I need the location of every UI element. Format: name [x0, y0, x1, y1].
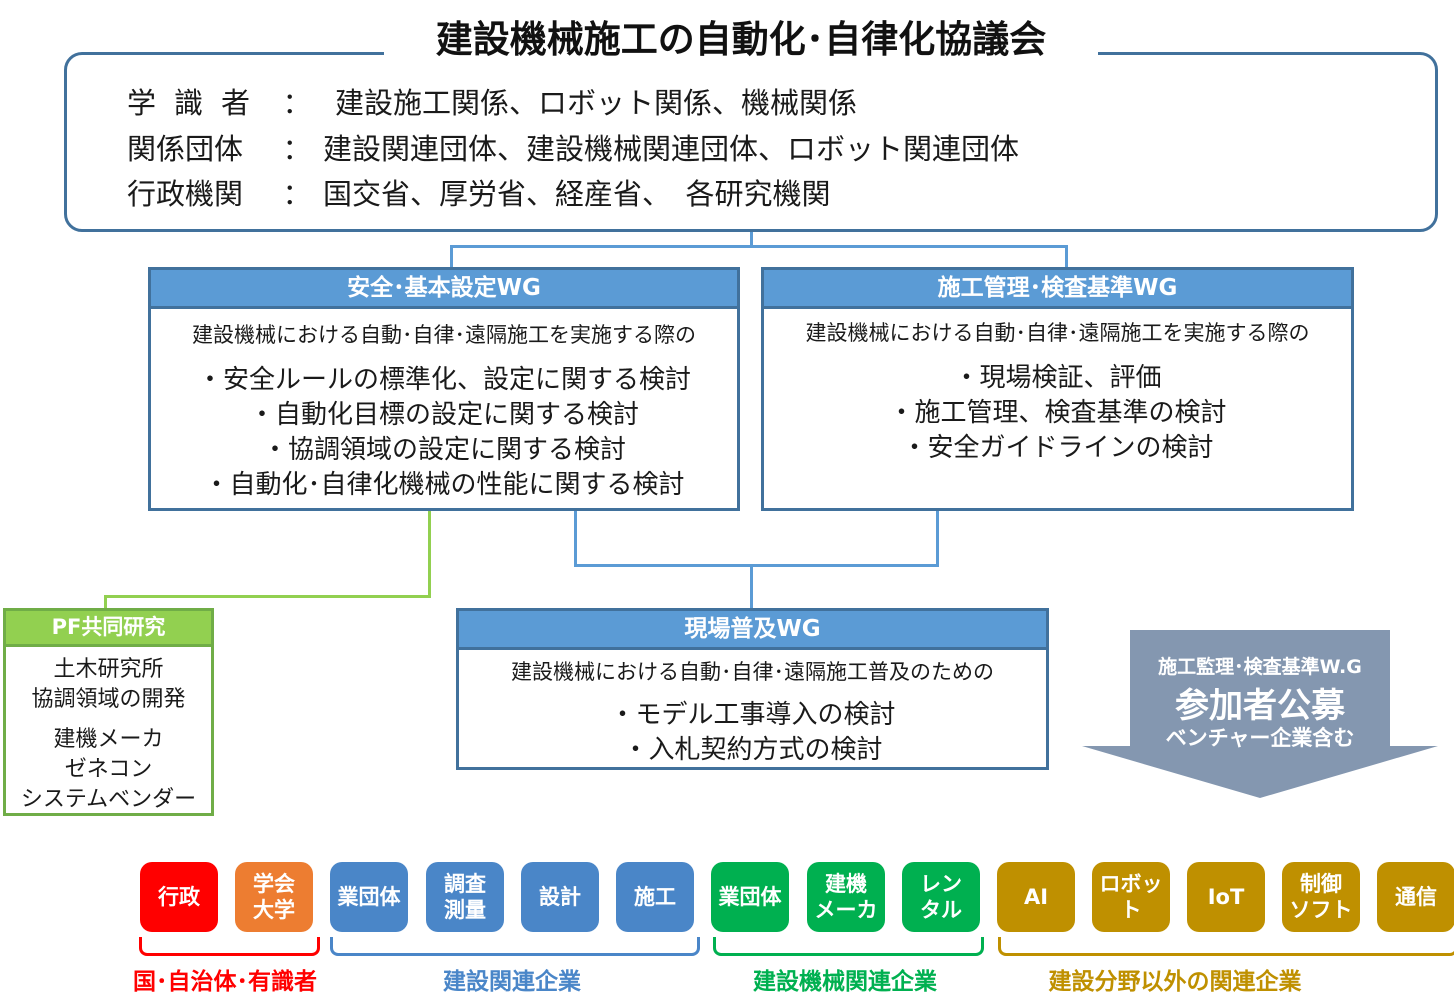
connector-line — [574, 510, 577, 566]
recruit-arrow-shape — [1082, 630, 1438, 798]
chip-communication: 通信 — [1377, 862, 1454, 932]
council-value: 建設関連団体、建設機械関連団体、ロボット関連団体 — [323, 132, 1020, 166]
wg-construction-intro: 建設機械における自動･自律･遠隔施工を実施する際の — [805, 321, 1310, 345]
chip-government: 行政 — [140, 862, 218, 932]
pf-text-group-2: 建機メーカ ゼネコン システムベンダー — [6, 725, 211, 815]
wg-item: ・安全ガイドラインの検討 — [901, 433, 1214, 463]
bracket-public — [139, 937, 320, 956]
wg-item: ・安全ルールの標準化、設定に関する検討 — [196, 365, 691, 395]
council-row-academics: 学識者 ： 建設施工関係、ロボット関係、機械関係 — [127, 85, 857, 121]
wg-safety-title: 安全･基本設定WG — [151, 270, 737, 309]
council-value: 国交省、厚労省、経産省、 各研究機関 — [323, 177, 831, 211]
pf-line: システムベンダー — [20, 787, 197, 812]
chip-design: 設計 — [521, 862, 599, 932]
council-colon: ： — [282, 86, 312, 120]
council-row-organizations: 関係団体 ： 建設関連団体、建設機械関連団体、ロボット関連団体 — [127, 131, 1019, 167]
council-row-government: 行政機関 ： 国交省、厚労省、経産省、 各研究機関 — [127, 176, 831, 212]
chip-construction-association: 業団体 — [330, 862, 408, 932]
wg-field-box: 現場普及WG 建設機械における自動･自律･遠隔施工普及のための ・モデル工事導入… — [456, 608, 1049, 770]
wg-safety-items: ・安全ルールの標準化、設定に関する検討 ・自動化目標の設定に関する検討 ・協調領… — [151, 363, 737, 503]
pf-line: 建機メーカ — [53, 727, 164, 752]
connector-line-green — [104, 595, 431, 598]
wg-construction-items: ・現場検証、評価 ・施工管理、検査基準の検討 ・安全ガイドラインの検討 — [764, 361, 1351, 466]
connector-line — [450, 245, 1068, 248]
chip-machinery-association: 業団体 — [711, 862, 789, 932]
connector-line — [750, 564, 753, 610]
connector-line-green — [104, 595, 107, 609]
council-colon: ： — [282, 177, 312, 211]
wg-safety-intro: 建設機械における自動･自律･遠隔施工を実施する際の — [192, 323, 696, 347]
wg-field-title: 現場普及WG — [459, 611, 1046, 650]
council-value: 建設施工関係、ロボット関係、機械関係 — [335, 86, 858, 120]
group-label-public: 国･自治体･有識者 — [133, 969, 317, 995]
chip-academia: 学会 大学 — [235, 862, 313, 932]
wg-item: ・施工管理、検査基準の検討 — [888, 398, 1227, 428]
connector-line — [574, 564, 939, 567]
council-label: 行政機関 — [127, 177, 244, 211]
chip-rental: レン タル — [902, 862, 980, 932]
wg-item: ・自動化目標の設定に関する検討 — [248, 400, 639, 430]
wg-item: ・モデル工事導入の検討 — [609, 700, 896, 730]
group-label-construction: 建設関連企業 — [443, 969, 581, 995]
council-colon: ： — [282, 132, 312, 166]
recruit-arrow — [1082, 630, 1438, 798]
pf-line: 協調領域の開発 — [31, 687, 186, 712]
pf-research-box: PF共同研究 土木研究所 協調領域の開発 建機メーカ ゼネコン システムベンダー — [3, 608, 214, 816]
bracket-other — [998, 937, 1454, 956]
chip-survey: 調査 測量 — [426, 862, 504, 932]
connector-line-green — [428, 510, 431, 598]
connector-line — [936, 510, 939, 566]
wg-field-intro: 建設機械における自動･自律･遠隔施工普及のための — [511, 660, 994, 684]
recruit-line-3: ベンチャー企業含む — [1165, 726, 1355, 750]
pf-line: 土木研究所 — [53, 657, 164, 682]
wg-safety-box: 安全･基本設定WG 建設機械における自動･自律･遠隔施工を実施する際の ・安全ル… — [148, 267, 740, 511]
chip-iot: IoT — [1187, 862, 1265, 932]
page-title: 建設機械施工の自動化･自律化協議会 — [384, 12, 1098, 68]
connector-line — [750, 232, 753, 246]
council-label: 学識者 — [127, 86, 269, 120]
connector-line — [450, 245, 453, 269]
connector-line — [1065, 245, 1068, 269]
wg-construction-box: 施工管理･検査基準WG 建設機械における自動･自律･遠隔施工を実施する際の ・現… — [761, 267, 1354, 511]
wg-item: ・自動化･自律化機械の性能に関する検討 — [203, 470, 685, 500]
wg-construction-title: 施工管理･検査基準WG — [764, 270, 1351, 309]
wg-item: ・入札契約方式の検討 — [622, 735, 883, 765]
chip-construction: 施工 — [616, 862, 694, 932]
chip-control-software: 制御 ソフト — [1282, 862, 1360, 932]
recruit-line-1: 施工監理･検査基準W.G — [1158, 656, 1362, 678]
chip-machinery-maker: 建機 メーカ — [807, 862, 885, 932]
bracket-construction — [330, 937, 700, 956]
pf-line: ゼネコン — [64, 757, 153, 782]
group-label-machinery: 建設機械関連企業 — [753, 969, 937, 995]
wg-item: ・現場検証、評価 — [953, 363, 1162, 393]
wg-field-items: ・モデル工事導入の検討 ・入札契約方式の検討 — [459, 698, 1046, 768]
chip-ai: AI — [997, 862, 1075, 932]
bracket-machinery — [713, 937, 984, 956]
pf-title: PF共同研究 — [6, 611, 211, 647]
group-label-other: 建設分野以外の関連企業 — [1048, 969, 1302, 995]
recruit-line-2: 参加者公募 — [1175, 686, 1345, 726]
wg-item: ・協調領域の設定に関する検討 — [261, 435, 626, 465]
council-box: 学識者 ： 建設施工関係、ロボット関係、機械関係 関係団体 ： 建設関連団体、建… — [64, 52, 1438, 232]
pf-text-group-1: 土木研究所 協調領域の開発 — [6, 655, 211, 715]
council-label: 関係団体 — [127, 132, 244, 166]
chip-robot: ロボット — [1092, 862, 1170, 932]
